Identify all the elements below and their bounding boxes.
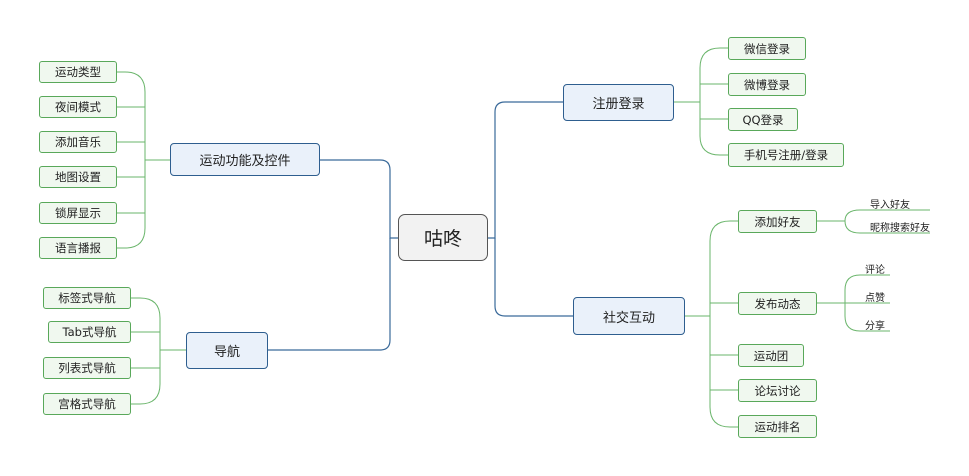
leaf-night-mode[interactable]: 夜间模式	[39, 96, 117, 118]
sub-comment[interactable]: 评论	[865, 264, 885, 276]
leaf-grid-nav[interactable]: 宫格式导航	[43, 393, 131, 415]
sub-share[interactable]: 分享	[865, 320, 885, 332]
branch-register[interactable]: 注册登录	[563, 84, 674, 121]
root-node[interactable]: 咕咚	[398, 214, 488, 261]
sub-search-nickname[interactable]: 昵称搜索好友	[870, 222, 930, 234]
sub-like[interactable]: 点赞	[865, 292, 885, 304]
leaf-phone-register[interactable]: 手机号注册/登录	[728, 143, 844, 167]
leaf-sport-group[interactable]: 运动团	[738, 344, 804, 367]
branch-sport[interactable]: 运动功能及控件	[170, 143, 320, 176]
leaf-tag-nav[interactable]: 标签式导航	[43, 287, 131, 309]
leaf-list-nav[interactable]: 列表式导航	[43, 357, 131, 379]
branch-social[interactable]: 社交互动	[573, 297, 685, 335]
leaf-voice-broadcast[interactable]: 语言播报	[39, 237, 117, 259]
leaf-add-friend[interactable]: 添加好友	[738, 210, 817, 233]
leaf-post-moment[interactable]: 发布动态	[738, 292, 817, 315]
leaf-ranking[interactable]: 运动排名	[738, 415, 817, 438]
leaf-forum[interactable]: 论坛讨论	[738, 379, 817, 402]
leaf-add-music[interactable]: 添加音乐	[39, 131, 117, 153]
leaf-wechat-login[interactable]: 微信登录	[728, 37, 806, 60]
sub-import-friends[interactable]: 导入好友	[870, 199, 910, 211]
leaf-weibo-login[interactable]: 微博登录	[728, 73, 806, 96]
leaf-qq-login[interactable]: QQ登录	[728, 108, 798, 131]
leaf-map-settings[interactable]: 地图设置	[39, 166, 117, 188]
leaf-tab-nav[interactable]: Tab式导航	[48, 321, 131, 343]
branch-nav[interactable]: 导航	[186, 332, 268, 369]
leaf-sport-type[interactable]: 运动类型	[39, 61, 117, 83]
leaf-lockscreen-display[interactable]: 锁屏显示	[39, 202, 117, 224]
